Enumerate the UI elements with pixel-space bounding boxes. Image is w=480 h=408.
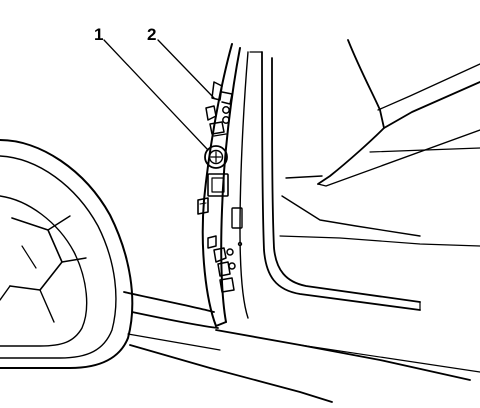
upper-hinge	[205, 81, 233, 137]
door-pillar	[201, 43, 249, 327]
fender-and-rocker	[123, 291, 480, 403]
door-opening	[249, 51, 421, 311]
leader-lines	[103, 39, 215, 151]
leader-line-1	[103, 39, 209, 151]
harness-connector	[197, 173, 243, 229]
door-check-grommet	[204, 145, 228, 169]
callout-1: 1	[94, 25, 103, 44]
leader-line-2	[157, 39, 215, 99]
lower-hinge	[207, 235, 243, 293]
callout-2: 2	[147, 25, 156, 44]
interior-seat	[279, 39, 480, 247]
front-wheel	[0, 139, 134, 369]
